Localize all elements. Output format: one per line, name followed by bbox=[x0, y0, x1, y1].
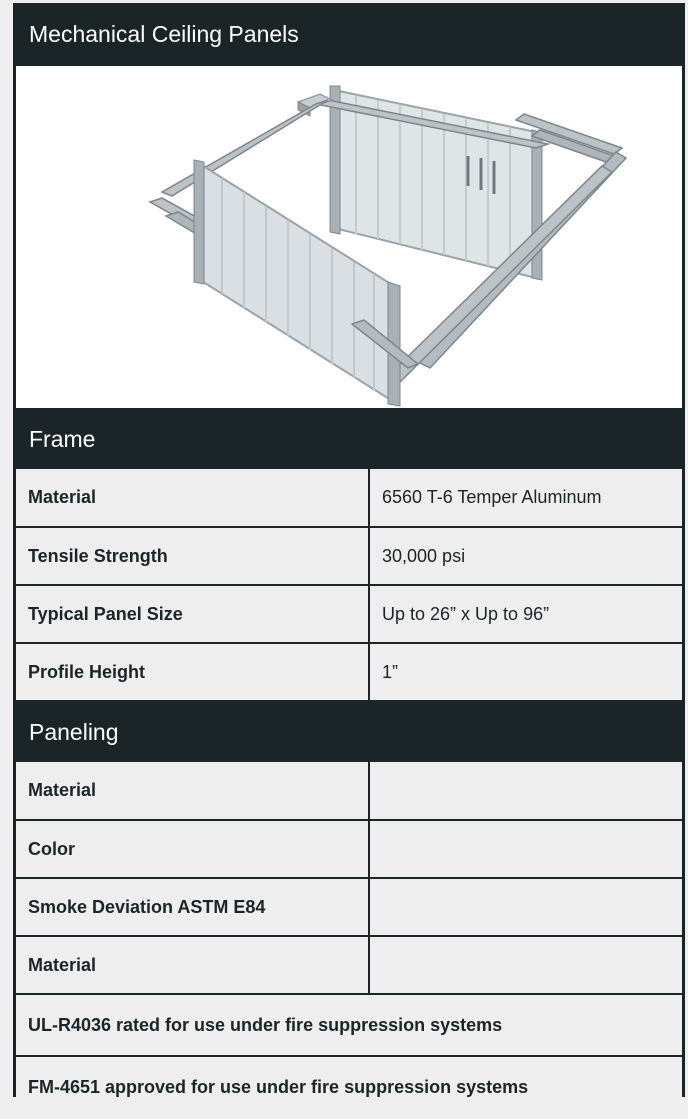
spec-label: Typical Panel Size bbox=[16, 585, 370, 644]
spec-label: Color bbox=[16, 820, 370, 879]
spec-label: Material bbox=[16, 469, 370, 528]
spec-label: Smoke Deviation ASTM E84 bbox=[16, 878, 370, 937]
frame-spec-table: Material 6560 T-6 Temper Aluminum Tensil… bbox=[16, 469, 682, 702]
spec-value bbox=[369, 878, 682, 937]
ul-rating-note: UL-R4036 rated for use under fire suppre… bbox=[16, 995, 682, 1057]
spec-value: Up to 26” x Up to 96” bbox=[369, 585, 682, 644]
table-row: Smoke Deviation ASTM E84 bbox=[16, 878, 682, 937]
spec-value bbox=[369, 820, 682, 879]
spec-label: Profile Height bbox=[16, 643, 370, 702]
spec-value bbox=[369, 762, 682, 821]
page-title: Mechanical Ceiling Panels bbox=[16, 3, 682, 66]
table-row: Material 6560 T-6 Temper Aluminum bbox=[16, 469, 682, 528]
table-row: Material bbox=[16, 936, 682, 995]
table-row: Typical Panel Size Up to 26” x Up to 96” bbox=[16, 585, 682, 644]
spec-value: 1” bbox=[369, 643, 682, 702]
product-image bbox=[16, 66, 682, 409]
spec-label: Material bbox=[16, 762, 370, 821]
spec-value bbox=[369, 936, 682, 995]
table-row: Material bbox=[16, 762, 682, 821]
spec-label: Tensile Strength bbox=[16, 527, 370, 586]
fm-approval-note: FM-4651 approved for use under fire supp… bbox=[28, 1077, 529, 1097]
paneling-spec-table: Material Color Smoke Deviation ASTM E84 … bbox=[16, 762, 682, 995]
table-row: Profile Height 1” bbox=[16, 643, 682, 702]
spec-value: 30,000 psi bbox=[369, 527, 682, 586]
table-row: Color bbox=[16, 820, 682, 879]
spec-label: Material bbox=[16, 936, 370, 995]
spec-value: 6560 T-6 Temper Aluminum bbox=[369, 469, 682, 528]
spec-sheet: Mechanical Ceiling Panels bbox=[13, 3, 685, 1097]
ceiling-panel-frame-illustration bbox=[148, 85, 628, 407]
frame-section-heading: Frame bbox=[16, 409, 682, 469]
table-row: Tensile Strength 30,000 psi bbox=[16, 527, 682, 586]
paneling-section-heading: Paneling bbox=[16, 702, 682, 762]
